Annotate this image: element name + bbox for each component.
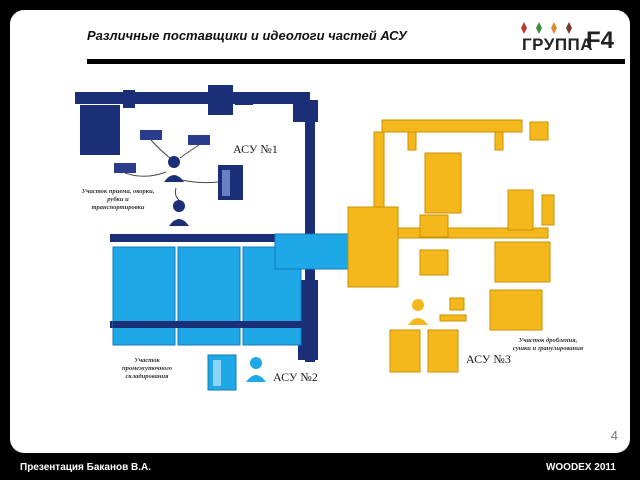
svg-text:сушки и гранулирования: сушки и гранулирования [513,345,584,352]
logo-word: ГРУППА [522,35,594,54]
svg-text:рубки и: рубки и [106,196,129,203]
storage-conveyor [113,321,313,328]
plant-diagram: АСУ №1 Участок приема, окорки, рубки и т… [75,85,584,391]
asu2-server-icon [207,354,237,391]
svg-text:промежуточного: промежуточного [122,365,173,372]
asu1-label: АСУ №1 [233,142,278,156]
zone-storage-label: Участок промежуточного складирования [122,357,173,380]
slide: Различные поставщики и идеологи частей А… [10,10,630,453]
zone-storage-bins [112,233,351,346]
asu1-server-icon [218,165,243,200]
asu1-network-lines [124,139,219,201]
asu1-operator-icons [164,156,189,226]
footer-event: WOODEX 2011 [545,462,616,473]
logo-mark: F4 [586,27,615,54]
asu3-workstation-icon [439,297,467,322]
slide-title: Различные поставщики и идеологи частей А… [87,28,407,43]
svg-text:Участок дробления,: Участок дробления, [519,337,578,344]
zone-crushing-label: Участок дробления, сушки и гранулировани… [513,337,584,352]
page-number: 4 [610,428,618,443]
asu3-server-icons [389,329,459,373]
svg-text:складирования: складирования [126,373,170,380]
asu2-operator-icon [246,357,266,382]
svg-text:транспортировки: транспортировки [91,204,144,211]
conveyor-modules [114,130,210,173]
asu3-operator-icons [408,299,428,325]
zone-crushing-equipment [347,119,555,331]
zone-receiving-label: Участок приема, окорки, рубки и транспор… [82,188,155,211]
asu2-label: АСУ №2 [273,370,318,384]
logo-leaves-icon [521,22,572,34]
svg-text:Участок: Участок [134,357,160,364]
footer-author: Презентация Баканов В.А. [20,462,152,473]
title-underline [87,59,625,64]
asu3-label: АСУ №3 [466,352,511,366]
svg-text:Участок приема, окорки,: Участок приема, окорки, [82,188,155,195]
